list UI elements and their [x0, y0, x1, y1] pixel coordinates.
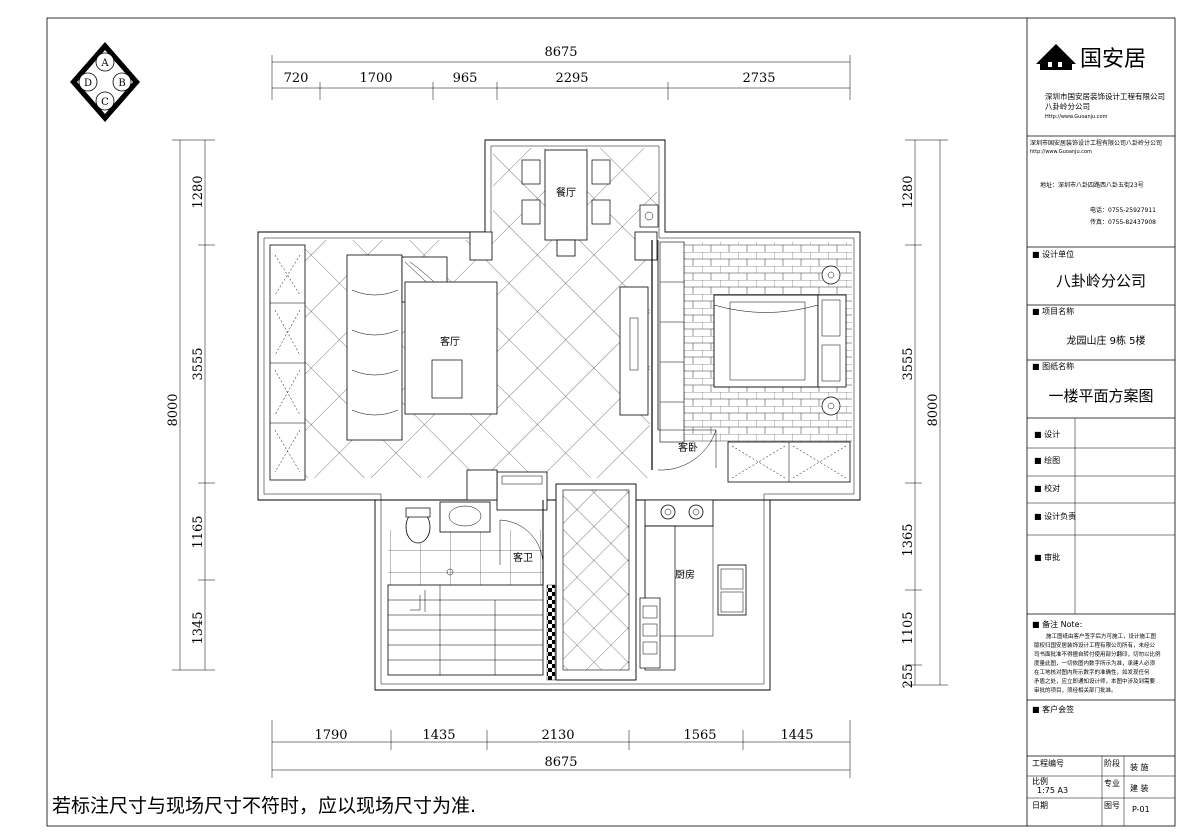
bottom-total-dim: 8675	[544, 755, 577, 770]
svg-text:矛盾之处，应立即通知设计师，本图中涉及到需要: 矛盾之处，应立即通知设计师，本图中涉及到需要	[1034, 677, 1156, 685]
design-unit-label: ■ 设计单位	[1032, 249, 1074, 259]
role-check: ■ 校对	[1034, 483, 1060, 493]
top-dim-4: 2295	[555, 71, 588, 86]
floor-plan: 餐厅 客厅	[257, 139, 861, 691]
room-label-guest-bedroom: 客卧	[678, 441, 698, 454]
svg-text:审批的项目，须经相关部门批准。: 审批的项目，须经相关部门批准。	[1034, 686, 1117, 694]
svg-text:度量此图，一切依图内数字所示为准，承建人必须: 度量此图，一切依图内数字所示为准，承建人必须	[1034, 659, 1156, 667]
bottom-dimensions: 1790 1435 2130 1565 1445 8675	[271, 720, 851, 778]
stage-label: 阶段	[1104, 758, 1120, 768]
room-label-living: 客厅	[440, 335, 460, 348]
stage-value: 装 施	[1130, 762, 1149, 772]
notes-text: 施工图纸由客户签字后方可施工，设计施工图 版权归国安居装饰设计工程有限公司所有，…	[1034, 632, 1161, 694]
sheet-border	[46, 17, 1176, 827]
left-dim-3: 1165	[191, 515, 206, 548]
svg-text:在工地核对图内所示数字的准确性，如发现任何: 在工地核对图内所示数字的准确性，如发现任何	[1034, 668, 1150, 676]
drawing-name-label: ■ 图纸名称	[1032, 361, 1074, 371]
company-branch: 八卦岭分公司	[1045, 101, 1090, 111]
role-design: ■ 设计	[1034, 429, 1060, 439]
left-total-dim: 8000	[166, 393, 181, 426]
staircase	[387, 584, 544, 676]
company-website2: http://www.Guoanju.com	[1030, 149, 1092, 155]
left-dim-4: 1345	[191, 611, 206, 644]
compass-left: D	[84, 78, 92, 89]
svg-text:施工图纸由客户签字后方可施工，设计施工图: 施工图纸由客户签字后方可施工，设计施工图	[1046, 632, 1157, 640]
role-approval: ■ 审批	[1034, 552, 1060, 562]
role-drafting: ■ 绘图	[1034, 455, 1060, 465]
room-label-guest-bath: 客卫	[513, 551, 533, 564]
compass-top: A	[100, 58, 109, 69]
left-dimensions: 8000 1280 3555 1165 1345	[166, 139, 215, 671]
project-name-value: 龙园山庄 9栋 5楼	[1066, 334, 1145, 347]
notes-label: ■ 备注 Note:	[1032, 619, 1082, 629]
right-dim-1: 1280	[901, 175, 916, 208]
company-name: 深圳市国安居装饰设计工程有限公司	[1045, 91, 1165, 101]
right-dim-5: 255	[901, 664, 916, 689]
design-unit-value: 八卦岭分公司	[1056, 272, 1146, 290]
bottom-dim-3: 2130	[541, 728, 574, 743]
scale-value: 1:75 A3	[1037, 786, 1068, 795]
scale-label: 比例	[1032, 776, 1048, 786]
role-design-lead: ■ 设计负责	[1034, 511, 1076, 521]
left-dim-1: 1280	[191, 175, 206, 208]
date-label: 日期	[1032, 801, 1048, 810]
bottom-dim-4: 1565	[683, 728, 716, 743]
drawing-no-value: P-01	[1132, 805, 1150, 814]
room-label-dining: 餐厅	[556, 186, 576, 199]
svg-text:司书面批准不得擅自转付使用部分翻印，切勿以比例: 司书面批准不得擅自转付使用部分翻印，切勿以比例	[1034, 650, 1161, 658]
top-dim-5: 2735	[742, 71, 775, 86]
left-dim-2: 3555	[191, 347, 206, 380]
discipline-value: 建 装	[1130, 783, 1149, 793]
logo-text: 国安居	[1080, 47, 1146, 72]
company-line2: 深圳市国安居装饰设计工程有限公司八卦岭分公司	[1030, 139, 1162, 147]
bottom-dim-5: 1445	[780, 728, 813, 743]
title-block: 国安居 深圳市国安居装饰设计工程有限公司 八卦岭分公司 Http://www.G…	[1027, 44, 1175, 826]
top-dimensions: 8675 720 1700 965 2295 2735	[271, 45, 851, 100]
compass-bottom: C	[101, 97, 109, 108]
dining-table	[521, 149, 659, 257]
tv-cabinet	[269, 244, 306, 481]
company-phone: 电话：0755-25927911	[1090, 206, 1156, 214]
bottom-dim-2: 1435	[422, 728, 455, 743]
right-dim-2: 3555	[901, 347, 916, 380]
room-label-kitchen: 厨房	[675, 568, 695, 581]
top-dim-2: 1700	[359, 71, 392, 86]
company-website: Http://www.Guoanju.com	[1045, 114, 1108, 120]
project-no-label: 工程编号	[1032, 758, 1064, 768]
right-total-dim: 8000	[926, 393, 941, 426]
drawing-no-label: 图号	[1104, 801, 1120, 810]
compass-right: B	[118, 78, 125, 89]
house-logo-icon	[1036, 44, 1076, 70]
project-name-label: ■ 项目名称	[1032, 306, 1074, 316]
footer-note: 若标注尺寸与现场尺寸不符时，应以现场尺寸为准.	[52, 795, 476, 817]
company-address: 地址：深圳市八卦四路西八卦五街23号	[1040, 181, 1144, 189]
right-dimensions: 1280 3555 1365 1105 255 8000	[901, 139, 948, 689]
guest-bathroom: 客卫	[388, 500, 544, 585]
right-dim-3: 1365	[901, 523, 916, 556]
top-dim-3: 965	[453, 71, 478, 86]
bed	[713, 265, 847, 416]
top-dim-1: 720	[284, 71, 309, 86]
company-fax: 传真：0755-82437908	[1090, 218, 1156, 226]
right-dim-4: 1105	[901, 611, 916, 644]
bottom-dim-1: 1790	[314, 728, 347, 743]
svg-text:版权归国安居装饰设计工程有限公司所有，未经公: 版权归国安居装饰设计工程有限公司所有，未经公	[1034, 641, 1156, 649]
drawing-name-value: 一楼平面方案图	[1048, 387, 1153, 405]
kitchen: 厨房	[639, 499, 770, 671]
top-total-dim: 8675	[544, 45, 577, 60]
client-sign-label: ■ 客户会签	[1032, 704, 1074, 714]
discipline-label: 专业	[1104, 778, 1120, 788]
compass-icon: A D B C	[70, 42, 140, 122]
